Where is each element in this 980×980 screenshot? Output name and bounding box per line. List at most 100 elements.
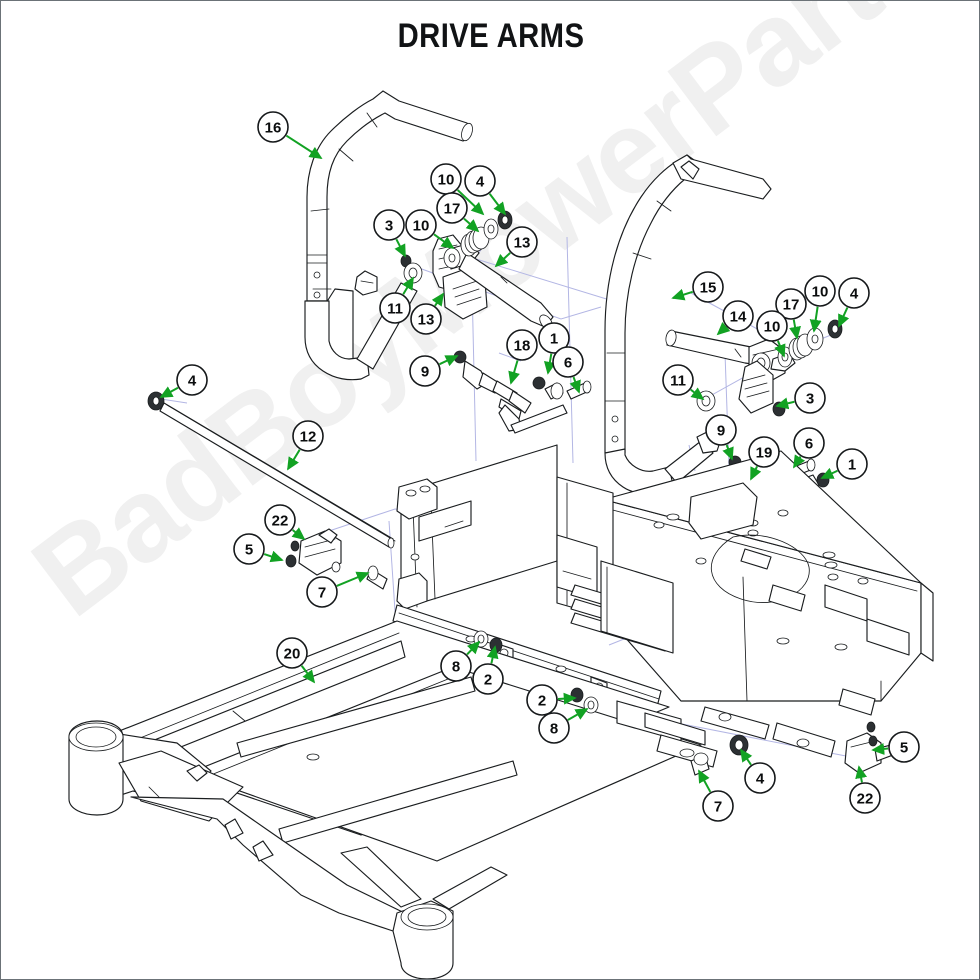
callout-circle[interactable]: [176, 364, 208, 396]
callout-circle[interactable]: [379, 292, 411, 324]
callout-13[interactable]: 13: [410, 292, 445, 335]
callout-circle[interactable]: [257, 111, 289, 143]
callout-circle[interactable]: [538, 712, 570, 744]
callout-7[interactable]: 7: [306, 571, 370, 608]
callout-1[interactable]: 1: [538, 322, 570, 375]
callout-8[interactable]: 8: [538, 708, 589, 744]
callout-circle[interactable]: [756, 310, 788, 342]
callout-number: 17: [783, 297, 800, 314]
callout-12[interactable]: 12: [287, 420, 324, 471]
callout-circle[interactable]: [506, 329, 538, 361]
callout-circle[interactable]: [888, 731, 920, 763]
callout-circle[interactable]: [804, 275, 836, 307]
callout-3[interactable]: 3: [775, 382, 826, 414]
callout-7[interactable]: 7: [698, 769, 734, 822]
callout-circle[interactable]: [464, 165, 496, 197]
callout-number: 20: [284, 646, 301, 663]
callout-circle[interactable]: [506, 226, 538, 258]
callout-circle[interactable]: [264, 504, 296, 536]
right-drive-arm-handle: [604, 154, 772, 495]
callout-circle[interactable]: [538, 322, 570, 354]
callout-circle[interactable]: [692, 271, 724, 303]
callout-11[interactable]: 11: [662, 364, 705, 401]
callout-10[interactable]: 10: [804, 275, 836, 333]
callout-number: 10: [438, 172, 455, 189]
callout-circle[interactable]: [702, 790, 734, 822]
callout-number: 9: [717, 423, 725, 440]
callout-22[interactable]: 22: [849, 765, 881, 814]
callout-9[interactable]: 9: [705, 414, 737, 461]
callout-circle[interactable]: [306, 576, 338, 608]
callout-6[interactable]: 6: [793, 427, 825, 469]
callout-leader-arrow: [698, 769, 712, 793]
callout-4[interactable]: 4: [464, 165, 507, 216]
callout-leader-arrow: [336, 571, 370, 587]
callout-circle[interactable]: [292, 420, 324, 452]
callout-circle[interactable]: [409, 355, 441, 387]
callout-22[interactable]: 22: [264, 504, 306, 541]
callout-3[interactable]: 3: [373, 209, 406, 258]
callout-leader-arrow: [739, 748, 753, 766]
callout-number: 6: [564, 355, 572, 372]
callout-11[interactable]: 11: [379, 276, 414, 324]
callout-number: 10: [812, 284, 829, 301]
callout-6[interactable]: 6: [552, 346, 584, 394]
callout-1[interactable]: 1: [820, 448, 868, 480]
callout-20[interactable]: 20: [276, 637, 316, 684]
callout-leader-arrow: [394, 238, 406, 258]
callout-leader-arrow: [722, 444, 734, 461]
callout-number: 10: [764, 319, 781, 336]
callout-4[interactable]: 4: [159, 364, 208, 398]
callout-circle[interactable]: [793, 427, 825, 459]
callout-4[interactable]: 4: [739, 748, 776, 794]
callout-number: 3: [385, 218, 393, 235]
callout-circle[interactable]: [794, 382, 826, 414]
callout-10[interactable]: 10: [405, 209, 455, 250]
callout-15[interactable]: 15: [671, 271, 724, 303]
callout-circle[interactable]: [276, 637, 308, 669]
callout-number: 12: [300, 429, 317, 446]
callout-2[interactable]: 2: [472, 645, 504, 695]
callout-13[interactable]: 13: [494, 226, 538, 268]
callout-circle[interactable]: [373, 209, 405, 241]
callout-5[interactable]: 5: [871, 731, 920, 763]
callout-9[interactable]: 9: [409, 355, 459, 387]
callout-circle[interactable]: [748, 436, 780, 468]
callout-leader-arrow: [569, 376, 581, 394]
callout-circle[interactable]: [836, 448, 868, 480]
callout-circle[interactable]: [410, 303, 442, 335]
callout-14[interactable]: 14: [716, 300, 754, 336]
callout-4[interactable]: 4: [838, 277, 870, 328]
callout-circle[interactable]: [526, 684, 558, 716]
callout-circle[interactable]: [722, 300, 754, 332]
callout-circle[interactable]: [662, 364, 694, 396]
callout-circle[interactable]: [440, 650, 472, 682]
callout-circle[interactable]: [744, 762, 776, 794]
callout-circle[interactable]: [233, 533, 265, 565]
callout-circle[interactable]: [472, 663, 504, 695]
callout-18[interactable]: 18: [506, 329, 538, 385]
callout-circle[interactable]: [838, 277, 870, 309]
callout-17[interactable]: 17: [775, 288, 807, 340]
callout-number: 8: [452, 659, 460, 676]
callout-10[interactable]: 10: [756, 310, 788, 358]
callout-leader-arrow: [439, 355, 459, 367]
callout-circle[interactable]: [775, 288, 807, 320]
callout-circle[interactable]: [705, 414, 737, 446]
callout-number: 1: [550, 331, 558, 348]
callout-circle[interactable]: [436, 192, 468, 224]
callout-number: 17: [444, 201, 461, 218]
callout-leader-arrow: [567, 708, 589, 721]
callout-5[interactable]: 5: [233, 533, 284, 565]
callout-leader-arrow: [809, 306, 822, 333]
callout-19[interactable]: 19: [748, 436, 780, 481]
callout-circle[interactable]: [552, 346, 584, 378]
callout-circle[interactable]: [405, 209, 437, 241]
callout-leader-arrow: [557, 692, 577, 705]
callout-circle[interactable]: [849, 782, 881, 814]
callout-8[interactable]: 8: [440, 640, 481, 682]
callout-2[interactable]: 2: [526, 684, 577, 716]
callout-16[interactable]: 16: [257, 111, 323, 159]
callout-17[interactable]: 17: [436, 192, 480, 233]
